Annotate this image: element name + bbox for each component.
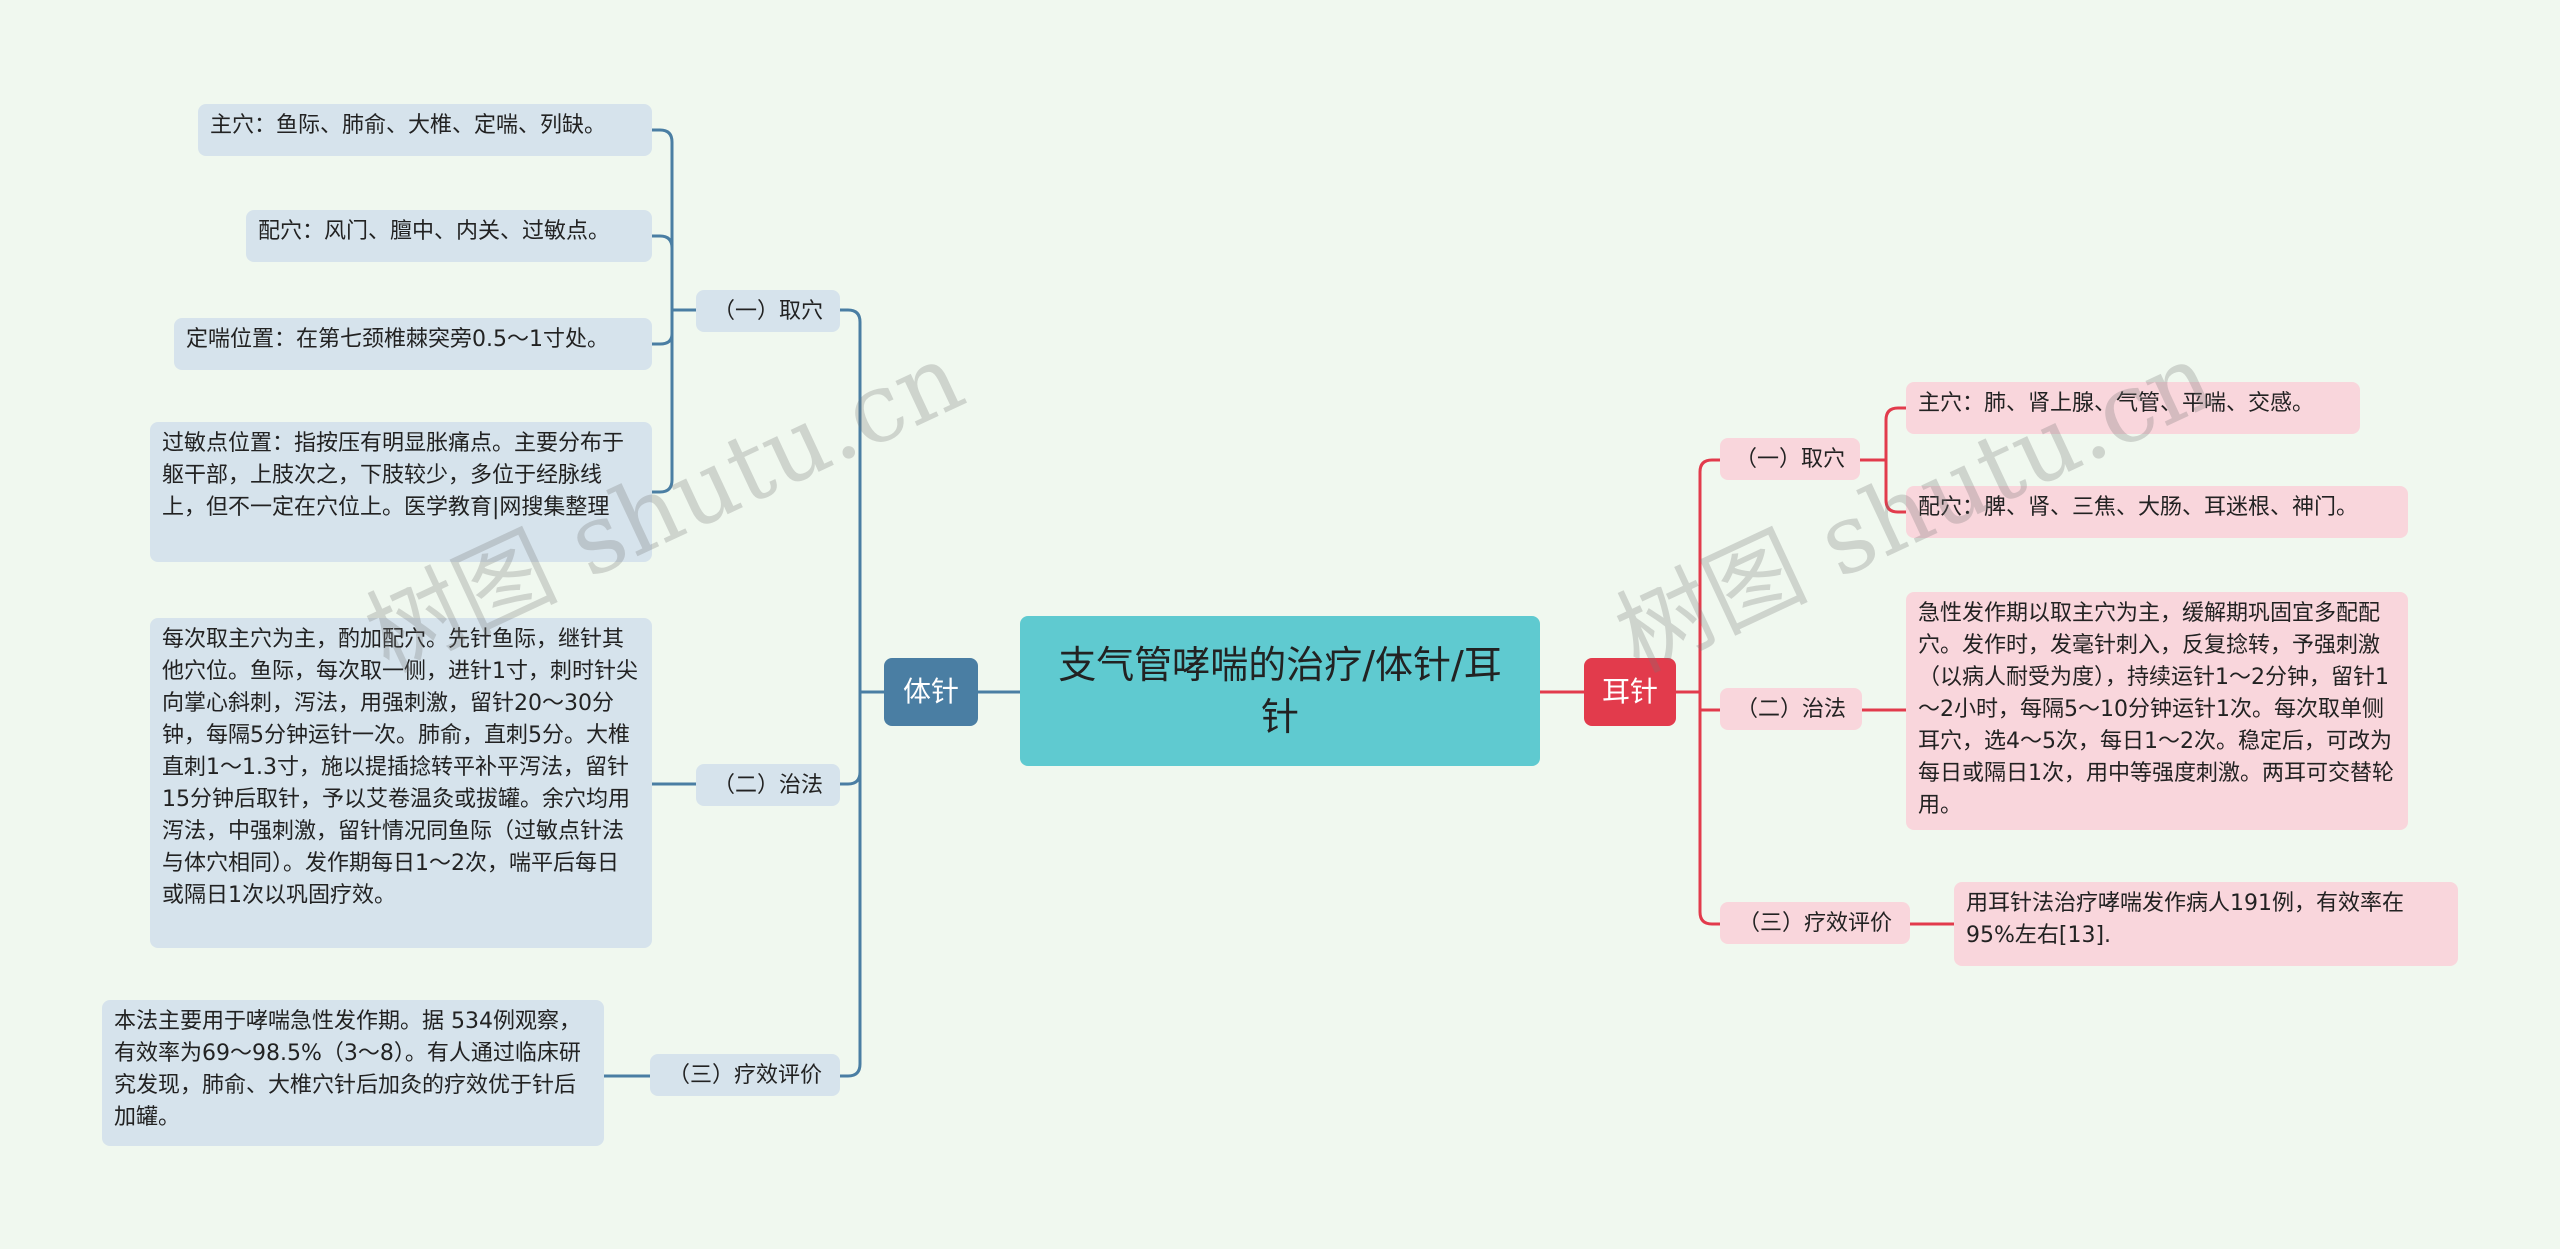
leaf-secondary-points[interactable]: 配穴：脾、肾、三焦、大肠、耳迷根、神门。 [1906,486,2408,538]
leaf-text: 过敏点位置：指按压有明显胀痛点。主要分布于躯干部，上肢次之，下肢较少，多位于经脉… [162,431,625,520]
leaf-treatment-method[interactable]: 每次取主穴为主，酌加配穴。先针鱼际，继针其他穴位。鱼际，每次取一侧，进针1寸，刺… [150,618,652,948]
branch-label: （三）疗效评价 [1737,911,1892,936]
branch-treatment[interactable]: （二）治法 [696,764,840,806]
leaf-dingchuan-location[interactable]: 定喘位置：在第七颈椎棘突旁0.5～1寸处。 [174,318,652,370]
branch-label: （二）治法 [1735,697,1846,722]
branch-efficacy[interactable]: （三）疗效评价 [650,1054,840,1096]
leaf-text: 定喘位置：在第七颈椎棘突旁0.5～1寸处。 [186,327,609,352]
branch-label: （三）疗效评价 [667,1063,822,1088]
branch-point-selection[interactable]: （一）取穴 [1720,438,1860,480]
leaf-text: 每次取主穴为主，酌加配穴。先针鱼际，继针其他穴位。鱼际，每次取一侧，进针1寸，刺… [162,627,638,908]
root-title: 支气管哮喘的治疗/体针/耳针 [1058,643,1502,739]
main-label: 体针 [902,675,959,708]
branch-label: （一）取穴 [1734,447,1845,472]
branch-efficacy[interactable]: （三）疗效评价 [1720,902,1910,944]
main-node-ear-acupuncture[interactable]: 耳针 [1584,658,1676,726]
leaf-text: 配穴：脾、肾、三焦、大肠、耳迷根、神门。 [1918,495,2359,520]
leaf-text: 急性发作期以取主穴为主，缓解期巩固宜多配配穴。发作时，发毫针刺入，反复捻转，予强… [1918,601,2394,818]
branch-treatment[interactable]: （二）治法 [1720,688,1862,730]
leaf-allergy-point-location[interactable]: 过敏点位置：指按压有明显胀痛点。主要分布于躯干部，上肢次之，下肢较少，多位于经脉… [150,422,652,562]
leaf-text: 配穴：风门、膻中、内关、过敏点。 [258,219,611,244]
leaf-text: 主穴：肺、肾上腺、气管、平喘、交感。 [1918,391,2315,416]
leaf-main-points[interactable]: 主穴：肺、肾上腺、气管、平喘、交感。 [1906,382,2360,434]
leaf-efficacy-evaluation[interactable]: 用耳针法治疗哮喘发作病人191例，有效率在95%左右[13]. [1954,882,2458,966]
leaf-secondary-points[interactable]: 配穴：风门、膻中、内关、过敏点。 [246,210,652,262]
leaf-text: 用耳针法治疗哮喘发作病人191例，有效率在95%左右[13]. [1966,891,2404,948]
branch-label: （二）治法 [712,773,823,798]
leaf-main-points[interactable]: 主穴：鱼际、肺俞、大椎、定喘、列缺。 [198,104,652,156]
leaf-text: 主穴：鱼际、肺俞、大椎、定喘、列缺。 [210,113,607,138]
leaf-treatment-method[interactable]: 急性发作期以取主穴为主，缓解期巩固宜多配配穴。发作时，发毫针刺入，反复捻转，予强… [1906,592,2408,830]
branch-point-selection[interactable]: （一）取穴 [696,290,840,332]
leaf-text: 本法主要用于哮喘急性发作期。据 534例观察，有效率为69～98.5%（3～8）… [114,1009,581,1130]
leaf-efficacy-evaluation[interactable]: 本法主要用于哮喘急性发作期。据 534例观察，有效率为69～98.5%（3～8）… [102,1000,604,1146]
main-label: 耳针 [1601,675,1658,708]
branch-label: （一）取穴 [712,299,823,324]
main-node-body-acupuncture[interactable]: 体针 [884,658,978,726]
root-node[interactable]: 支气管哮喘的治疗/体针/耳针 [1020,616,1540,766]
